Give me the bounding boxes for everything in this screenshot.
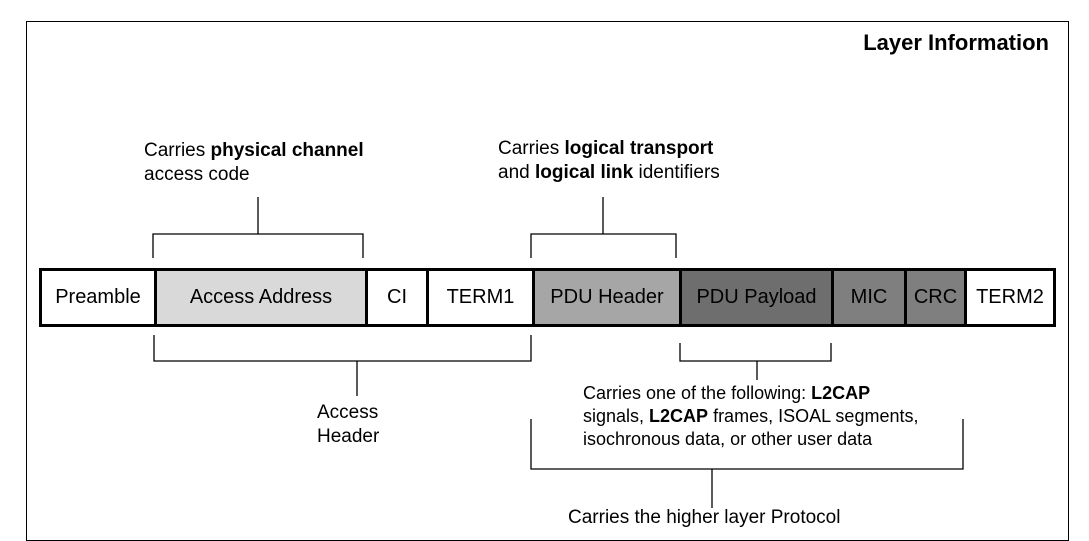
field-label: CI [387,286,407,308]
note-payload: Carries one of the following: L2CAP sign… [583,382,918,451]
bracket-pdu-payload [679,343,832,362]
diagram-title: Layer Information [863,30,1049,55]
note-bold-text: physical channel [210,140,364,161]
note-text: access code [144,164,250,185]
note-bold-text: L2CAP [811,383,871,403]
field-term1: TERM1 [426,268,532,327]
note-bold-text: logical link [534,162,634,183]
note-text: Carries [144,140,211,161]
field-crc: CRC [904,268,964,327]
field-pdu-payload: PDU Payload [679,268,831,327]
field-label: CRC [913,286,958,308]
note-bold-text: logical transport [564,138,714,159]
bracket-access-address [152,233,364,258]
field-preamble: Preamble [39,268,154,327]
bracket-lines [152,197,964,508]
field-label: TERM2 [976,286,1044,308]
note-text: Carries [498,138,565,159]
note-bold-text: L2CAP [649,406,709,426]
note-text: and [498,162,535,183]
field-label: MIC [850,286,888,308]
note-text: Header [317,426,380,447]
packet-format: Preamble Access Address CI TERM1 PDU Hea… [39,268,1056,327]
note-physical-channel: Carries physical channel access code [144,139,364,187]
field-pdu-header: PDU Header [532,268,679,327]
note-text: Access [317,402,379,423]
bracket-higher-layer [530,419,964,470]
field-label: PDU Header [550,286,664,308]
field-label: PDU Payload [696,286,817,308]
field-label: Preamble [55,286,141,308]
field-label: TERM1 [446,286,515,308]
note-text: isochronous data, or other user data [583,429,873,449]
note-text: Carries one of the following: [583,383,812,403]
field-label: Access Address [189,286,333,308]
bracket-pdu-header [530,233,677,258]
field-mic: MIC [831,268,904,327]
field-ci: CI [365,268,426,327]
note-access-header: Access Header [317,401,379,449]
note-text: signals, [583,406,650,426]
note-text: identifiers [633,162,720,183]
note-text: frames, ISOAL segments, [708,406,919,426]
field-term2: TERM2 [964,268,1056,327]
note-logical-transport: Carries logical transport and logical li… [498,137,720,185]
field-access-address: Access Address [154,268,365,327]
bracket-access-header [153,335,532,362]
